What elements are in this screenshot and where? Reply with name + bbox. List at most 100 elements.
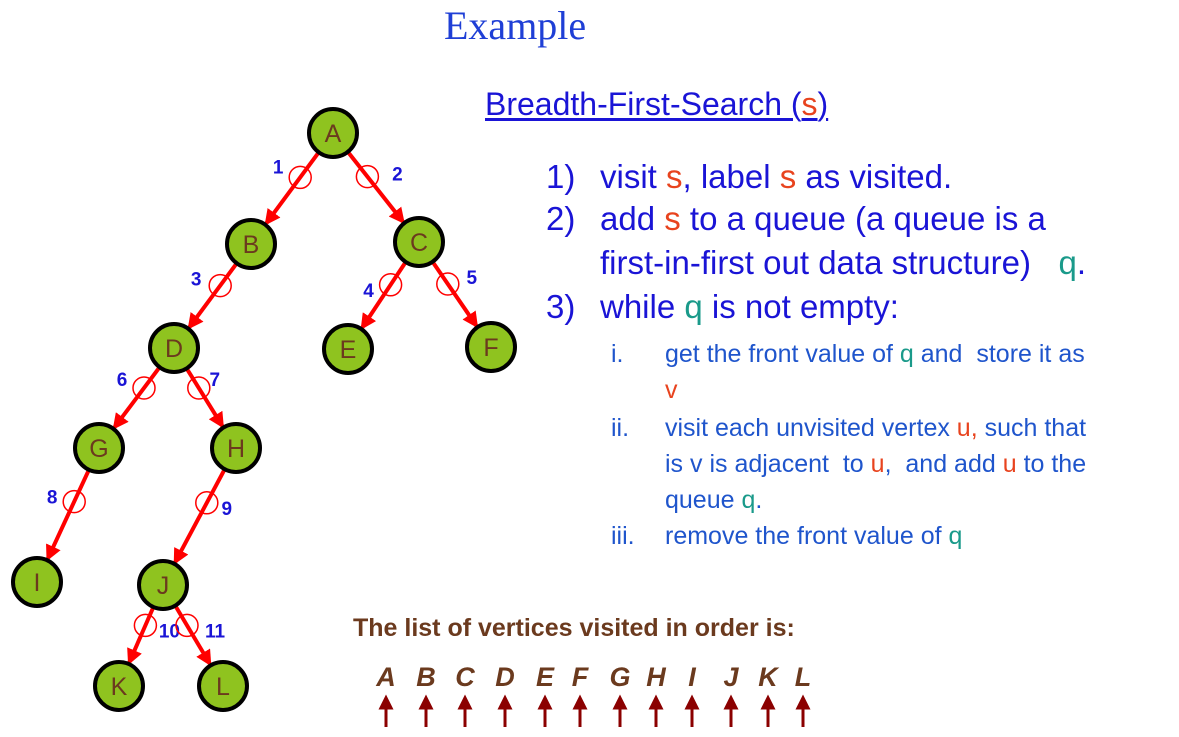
tree-node-label: A [325, 120, 342, 148]
visited-vertex: A [376, 662, 396, 692]
algorithm-heading: Breadth-First-Search (s) [485, 86, 828, 123]
substep-line-1: i.get the front value of q and store it … [611, 340, 1085, 369]
tree-node-label: D [165, 335, 183, 363]
tree-node [197, 660, 249, 712]
tree-node [225, 218, 277, 270]
tree-node-label: F [483, 334, 498, 362]
step-text: to a queue (a queue is a [680, 200, 1046, 237]
step-line-1: 1)visit s, label s as visited. [546, 158, 952, 196]
visited-vertex: C [455, 662, 475, 692]
step-text: while [600, 288, 685, 325]
edge-order-label: 9 [222, 499, 233, 520]
substep-text: . [755, 486, 763, 514]
edge-order-label: 8 [47, 488, 58, 509]
tree-node [307, 107, 359, 159]
visited-vertex: D [495, 662, 515, 692]
tree-node-label: I [34, 569, 41, 597]
tree-edge [46, 468, 91, 562]
tree-node [137, 559, 189, 611]
step-text: add [600, 200, 665, 237]
step-text: . [1076, 244, 1086, 281]
substep-text: such that [977, 414, 1087, 442]
step-number: 1) [546, 158, 576, 195]
substep-text: u [870, 450, 885, 478]
substep-text: queue [665, 486, 742, 514]
edge-order-label: 2 [392, 165, 403, 186]
substep-text: v [665, 376, 678, 404]
heading-param: s [801, 86, 818, 122]
substep-text: q [899, 340, 914, 368]
substep-text: u [1002, 450, 1017, 478]
substep-text: q [741, 486, 756, 514]
visited-vertex: I [688, 662, 696, 692]
visited-vertex: F [571, 662, 589, 692]
tree-node [393, 216, 445, 268]
tree-node [322, 323, 374, 375]
edge-order-label: 11 [205, 621, 226, 642]
tree-edge [127, 606, 156, 666]
edge-order-marker [355, 164, 380, 189]
substep-line-3: ii. visit each unvisited vertex u, such t… [611, 414, 1086, 443]
substep-line-6: iii. remove the front value of q [611, 522, 962, 551]
edge-order-label: 5 [467, 268, 478, 289]
substep-number: iii. [611, 522, 635, 550]
substep-text: visit each unvisited vertex [665, 414, 957, 442]
edge-order-marker [132, 376, 156, 400]
edge-order-marker [378, 273, 403, 297]
edge-order-marker [187, 376, 211, 400]
edge-order-label: 4 [363, 281, 374, 302]
edge-order-label: 3 [191, 270, 202, 291]
step-text: first-in-first out data structure) [600, 244, 1059, 281]
visited-vertex: B [416, 662, 436, 692]
visited-vertex: H [646, 662, 666, 692]
visited-caption: The list of vertices visited in order is… [353, 614, 795, 642]
edge-order-label: 7 [210, 370, 221, 391]
heading-suffix: ) [817, 86, 829, 122]
edge-order-label: 6 [117, 370, 128, 391]
substep-number: ii. [611, 414, 630, 442]
step-number: 2) [546, 200, 576, 237]
visited-vertex: L [794, 662, 812, 692]
tree-edge [173, 468, 227, 565]
heading-prefix: Breadth-First-Search ( [485, 86, 802, 122]
edge-order-marker [208, 273, 232, 298]
edge-order-marker [288, 165, 312, 190]
edge-order-marker [195, 491, 219, 515]
tree-node-label: G [89, 435, 108, 463]
substep-text: remove the front value of [665, 522, 949, 550]
tree-node-label: K [111, 673, 128, 701]
step-text: s [779, 158, 797, 195]
substep-text: and store it as [913, 340, 1085, 368]
step-text: q [1058, 244, 1077, 281]
tree-node [148, 322, 200, 374]
substep-text: , and add [884, 450, 1003, 478]
substep-line-2: v [611, 376, 678, 405]
step-text: visit [600, 158, 666, 195]
edge-order-label: 10 [159, 621, 180, 642]
visited-vertex: K [758, 662, 778, 692]
tree-edge [187, 262, 239, 330]
tree-node-label: L [216, 673, 230, 701]
substep-text: q [948, 522, 963, 550]
step-text: as visited. [796, 158, 953, 195]
substep-text: is v is adjacent to [665, 450, 871, 478]
step-text: is not empty: [702, 288, 899, 325]
tree-node-label: E [340, 336, 357, 364]
edge-order-marker [175, 613, 199, 638]
tree-edge [360, 260, 408, 331]
step-line-3: first-in-first out data structure) q. [546, 244, 1086, 282]
step-line-2: 2)add s to a queue (a queue is a [546, 200, 1046, 238]
tree-edge [264, 151, 321, 226]
step-line-4: 3)while q is not empty: [546, 288, 899, 326]
substep-text: u, [956, 414, 978, 442]
tree-node [210, 422, 262, 474]
tree-node [465, 321, 517, 373]
page-title: Example [444, 3, 587, 48]
tree-node [73, 422, 125, 474]
edge-order-label: 1 [273, 157, 284, 178]
substep-number: i. [611, 340, 624, 368]
visited-vertex: G [609, 662, 631, 692]
step-text: , label [682, 158, 780, 195]
tree-node-label: C [410, 229, 428, 257]
